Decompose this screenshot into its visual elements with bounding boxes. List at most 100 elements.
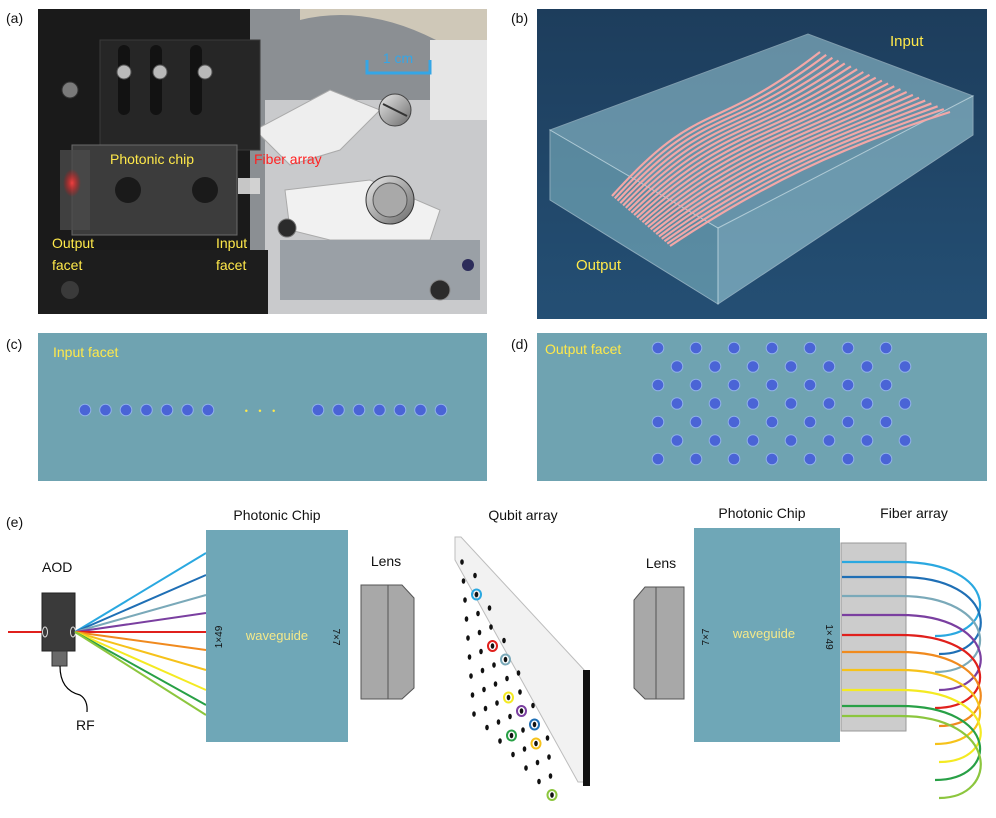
qubit-site [472,711,476,717]
left-lens-label: Lens [371,553,401,569]
output-fiber [842,668,982,746]
output-facet-dot [708,434,722,447]
output-facet-dot [765,452,779,466]
waveguide [652,93,914,233]
qubit-site [508,713,512,720]
qubit-site [483,705,488,712]
output-facet-dot [803,341,817,355]
output-facet-dot [784,434,798,447]
qubit-site [460,559,464,565]
output-facet-dot [651,415,665,429]
right-chip-output-format: 1× 49 [823,624,834,650]
qubit-site [493,681,498,687]
output-fiber [842,704,982,782]
output-facet-dot [651,341,665,355]
output-facet-dot [898,434,912,447]
input-facet-dot [373,403,386,417]
fiber-array-title: Fiber array [880,505,948,521]
qubit-site [505,675,509,682]
qubit-site [548,773,553,779]
output-fiber [842,560,982,638]
input-facet-title: Input facet [53,344,118,360]
input-facet-dots [78,403,448,417]
panel-d-label: (d) [511,336,529,352]
qubit-site [480,667,485,674]
left-chip-title: Photonic Chip [233,507,320,523]
qubit-site [476,610,480,617]
output-facet-dot [841,452,855,466]
fan-beam [74,631,207,671]
input-facet-dot [181,403,194,417]
right-lens-label: Lens [646,555,676,571]
qubit-site [469,673,473,679]
panel-b-output-label: Output [576,257,622,274]
output-fiber [842,714,982,800]
output-facet-dot [765,415,779,429]
output-facet-dot [670,360,684,373]
left-waveguide-label: waveguide [245,628,308,643]
input-facet-dot [160,403,174,417]
qubit-site [534,740,538,747]
qubit-site [545,735,550,741]
output-facet-dot [765,378,779,392]
aod-fan-beams [74,552,207,716]
right-waveguide-label: waveguide [732,626,795,641]
right-chip-title: Photonic Chip [718,505,805,521]
left-chip-output-format: 7×7 [330,629,341,646]
fan-beam [74,631,207,691]
output-facet-dot [708,397,722,410]
qubit-site [547,754,551,760]
qubit-array-sites [460,559,558,801]
output-facet-dot [784,360,798,373]
qubit-site [473,572,477,579]
left-chip-input-format: 1×49 [214,625,225,648]
output-facet-label-line1: Output [52,235,94,251]
waveguide [622,62,846,207]
qubit-site-addressed [500,653,511,666]
output-facet-dot [841,378,855,392]
output-facet-dot [879,341,893,355]
fan-beam [74,631,207,716]
output-fiber [842,594,982,674]
qubit-site [502,637,506,644]
output-facet-dot [898,397,912,410]
output-fiber [842,613,982,692]
waveguide [663,105,938,243]
qubit-site [506,694,511,701]
fan-beam [74,631,207,651]
scale-bar-label: 1 cm [383,50,413,66]
waveguide [613,53,827,200]
output-facet-dot [746,397,760,410]
fan-beam [74,631,207,706]
rf-label: RF [76,717,95,733]
output-facet-dot [803,452,817,466]
panel-a-photo [38,9,487,314]
qubit-site [490,643,495,649]
output-facet-dot [765,341,779,355]
waveguide [666,108,945,245]
waveguide [658,99,926,238]
qubit-site-addressed [529,718,540,731]
output-fibers [842,560,982,800]
input-facet-panel [38,333,487,481]
output-facet-dot [746,360,760,373]
qubit-site [522,746,527,752]
panel-b-label: (b) [511,10,529,26]
input-facet-label-line1: Input [216,235,247,251]
output-fiber [842,688,982,764]
waveguide [633,73,871,216]
output-fiber [842,633,982,710]
waveguide [627,68,858,212]
qubit-site-addressed [506,729,517,742]
output-facet-dot [784,397,798,410]
left-photonic-chip [206,530,348,742]
output-facet-dot [727,415,741,429]
qubit-site [503,656,508,663]
qubit-site [524,765,528,771]
qubit-site [495,700,499,706]
qubit-site [482,686,486,693]
input-facet-dot [119,403,133,417]
input-facet-dot [99,403,112,417]
qubit-site [535,759,540,766]
